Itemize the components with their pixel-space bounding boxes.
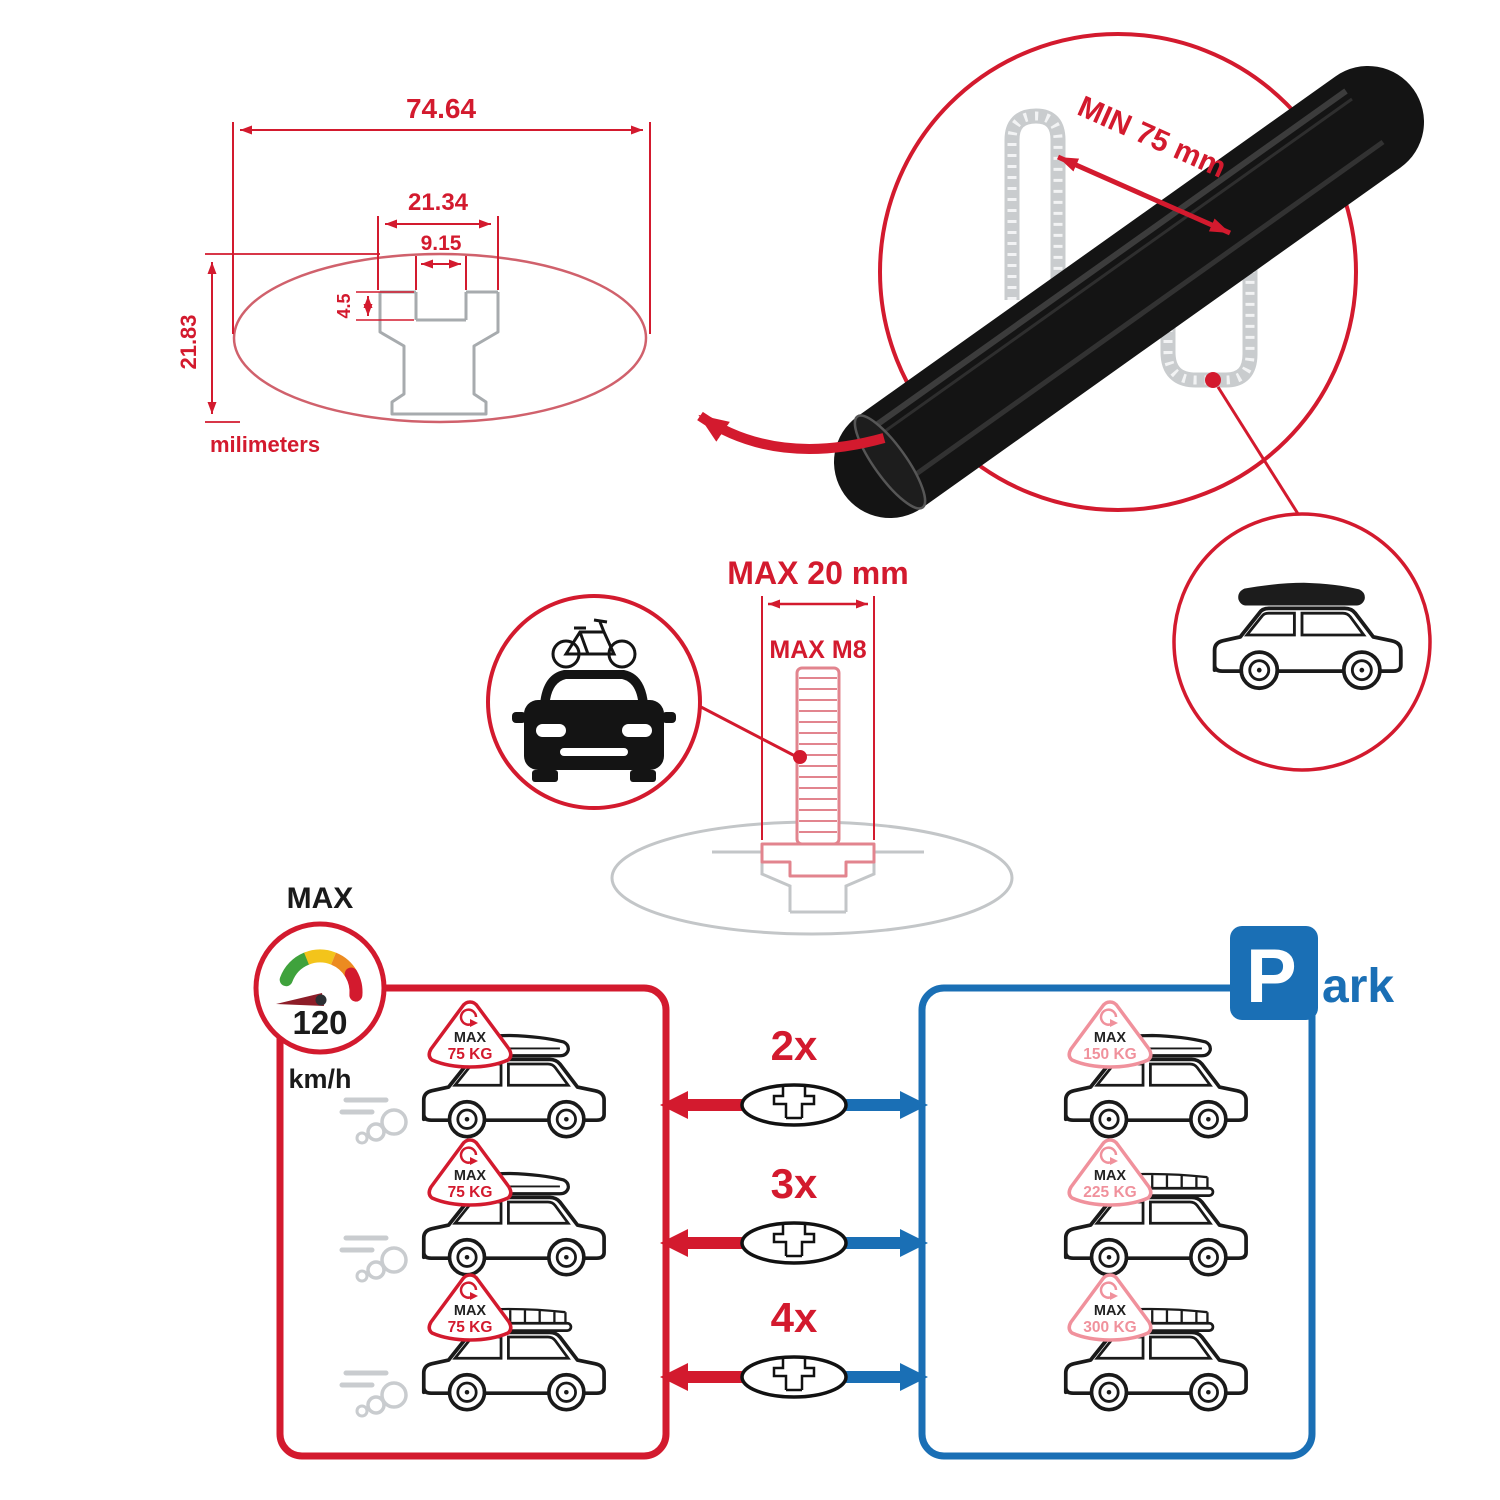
u-bolt-ghost-left-icon xyxy=(1004,108,1066,300)
units-label: milimeters xyxy=(210,432,320,457)
tag-weight-label: 75 KG xyxy=(448,1319,493,1336)
roof-box-icon xyxy=(1238,582,1365,606)
dimension-total-width: 74.64 xyxy=(406,93,476,124)
dimension-slot-width: 9.15 xyxy=(421,232,462,255)
parking-arrow-icon xyxy=(846,1229,928,1257)
load-comparison: MAX 120 km/h P ark 2x xyxy=(253,882,1394,1460)
tag-weight-label: 150 KG xyxy=(1083,1046,1136,1063)
load-tag-parked: MAX 225 KG xyxy=(1067,1138,1153,1207)
speed-unit: km/h xyxy=(288,1064,351,1094)
speed-value: 120 xyxy=(292,1004,347,1041)
row-multiplier: 4x xyxy=(771,1294,818,1341)
tag-weight-label: 75 KG xyxy=(448,1184,493,1201)
tag-max-label: MAX xyxy=(1094,1168,1127,1184)
tag-weight-label: 225 KG xyxy=(1083,1184,1136,1201)
t-bolt-diagram: MAX 20 mm MAX M8 xyxy=(610,555,1014,936)
crossbar-section-icon xyxy=(740,1221,848,1265)
park-letter: P xyxy=(1246,934,1297,1019)
load-tag-driving: MAX 75 KG xyxy=(427,1000,513,1069)
park-sign: P ark xyxy=(1230,926,1394,1020)
dimension-bar-height: 21.83 xyxy=(176,314,201,369)
tag-max-label: MAX xyxy=(454,1168,487,1184)
tag-max-label: MAX xyxy=(454,1303,487,1319)
tag-weight-label: 300 KG xyxy=(1083,1319,1136,1336)
min-span-label: MIN 75 mm xyxy=(1073,90,1231,185)
bicycle-icon xyxy=(551,618,637,669)
suv-with-box-icon xyxy=(1212,582,1403,691)
suv-roofbox-badge xyxy=(1172,512,1432,772)
driving-arrow-icon xyxy=(660,1229,742,1257)
gauge-needle xyxy=(276,993,324,1006)
driving-arrow-icon xyxy=(660,1091,742,1119)
park-suffix: ark xyxy=(1322,960,1394,1013)
tag-max-label: MAX xyxy=(1094,1030,1127,1046)
speedometer-icon: 120 xyxy=(253,921,387,1055)
bolt-max-thread-label: MAX M8 xyxy=(769,636,866,664)
parking-arrow-icon xyxy=(846,1091,928,1119)
parking-arrow-icon xyxy=(846,1363,928,1391)
crossbar-section-icon xyxy=(740,1355,848,1399)
t-slot-profile xyxy=(378,292,500,416)
comparison-row-2: 3x MAX 75 KG MAX 225 KG xyxy=(342,1138,1248,1281)
row-multiplier: 3x xyxy=(771,1160,818,1207)
connector-to-suv-badge xyxy=(1216,386,1302,518)
comparison-row-1: 2x MAX 75 KG MAX 150 KG xyxy=(342,1000,1248,1143)
tag-weight-label: 75 KG xyxy=(448,1046,493,1063)
t-slot-channel xyxy=(380,290,498,322)
load-tag-parked: MAX 300 KG xyxy=(1067,1273,1153,1342)
load-tag-driving: MAX 75 KG xyxy=(427,1273,513,1342)
crossbar-render xyxy=(834,66,1424,518)
row-multiplier: 2x xyxy=(771,1022,818,1069)
comparison-row-3: 4x MAX 75 KG MAX 300 KG xyxy=(342,1273,1248,1416)
load-tag-parked: MAX 150 KG xyxy=(1067,1000,1153,1069)
bike-car-badge xyxy=(486,594,702,810)
section-pointer-arrow xyxy=(697,411,886,454)
ghost-profile xyxy=(712,850,924,914)
crossbar-3d-detail: MIN 75 mm xyxy=(697,32,1424,518)
connector-to-bike-badge xyxy=(700,705,798,759)
car-front-icon xyxy=(512,670,676,782)
crossbar-section-icon xyxy=(740,1083,848,1127)
mount-point-dot xyxy=(1205,372,1221,388)
min-span-arrow xyxy=(1056,154,1232,236)
t-bolt-icon xyxy=(760,666,876,878)
driving-arrow-icon xyxy=(660,1363,742,1391)
crossbar-dimension-diagram: 74.64 21.34 9.15 4.5 21.83 milimeters xyxy=(176,93,651,457)
bolt-point-dot xyxy=(793,750,807,764)
load-tag-driving: MAX 75 KG xyxy=(427,1138,513,1207)
speed-max-title: MAX xyxy=(287,882,354,915)
dimension-channel-width: 21.34 xyxy=(408,189,469,216)
dimension-slot-depth: 4.5 xyxy=(334,293,354,318)
detail-ring xyxy=(878,32,1358,512)
tag-max-label: MAX xyxy=(1094,1303,1127,1319)
bolt-max-width-label: MAX 20 mm xyxy=(727,555,908,591)
tag-max-label: MAX xyxy=(454,1030,487,1046)
bar-ellipse-outline xyxy=(232,252,648,424)
